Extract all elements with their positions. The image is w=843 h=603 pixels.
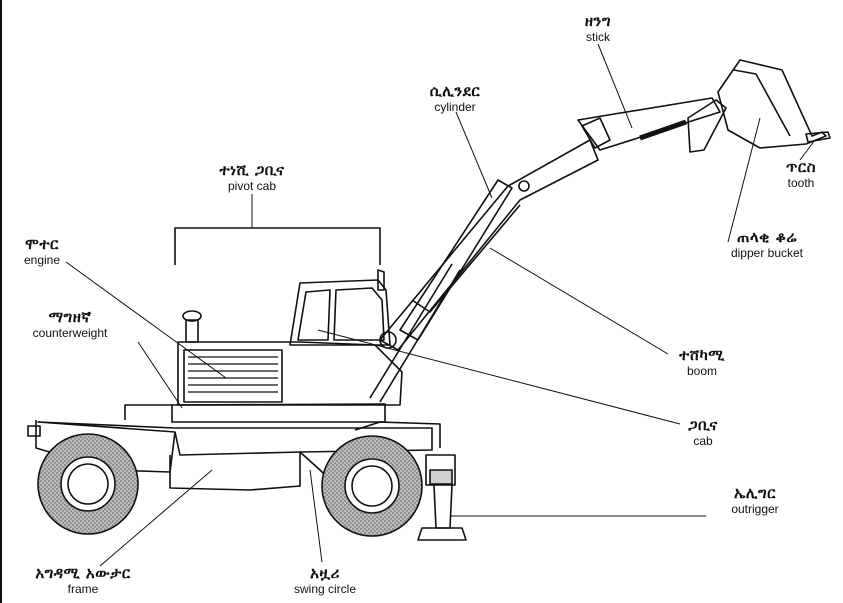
outrigger-plate xyxy=(429,469,453,485)
frame-hook xyxy=(27,425,41,437)
leader-cab xyxy=(317,329,681,425)
pivot-cab-bracket xyxy=(174,227,381,265)
engine-grille xyxy=(188,356,278,393)
leader-counterweight xyxy=(137,341,183,409)
label-engine-amharic: ሞተር xyxy=(25,235,59,253)
leader-frame xyxy=(99,469,213,567)
boom-arm xyxy=(379,139,599,351)
engine-grille-frame xyxy=(183,349,283,403)
label-boom-english: boom xyxy=(686,363,718,378)
label-frame-amharic: አግዳሚ አውታር xyxy=(35,564,131,582)
label-dipper-bucket-english: dipper bucket xyxy=(730,245,804,260)
stick-arm xyxy=(577,97,721,151)
label-cylinder-amharic: ሲሊንደር xyxy=(429,82,481,100)
label-swing-circle: አዟሪ swing circle xyxy=(270,564,380,596)
label-tooth: ጥርስ tooth xyxy=(771,158,831,190)
leader-lines xyxy=(65,43,816,567)
label-tooth-english: tooth xyxy=(787,175,815,190)
label-boom: ተሸካሚ boom xyxy=(662,346,742,378)
label-pivot-cab: ተነሺ ጋቢና pivot cab xyxy=(192,161,312,193)
counterweight-block xyxy=(171,403,386,423)
label-boom-amharic: ተሸካሚ xyxy=(679,346,725,364)
label-frame-english: frame xyxy=(67,581,99,596)
stick-cylinder xyxy=(639,119,687,141)
leader-cylinder xyxy=(455,111,493,199)
exhaust-cap xyxy=(182,310,202,322)
label-dipper-bucket-amharic: ጠላቂ ቆሬ xyxy=(737,228,797,246)
bucket-rim xyxy=(733,69,791,137)
leader-tooth xyxy=(799,139,816,161)
exhaust-pipe xyxy=(185,319,199,343)
boom-joint xyxy=(518,180,530,192)
leader-boom xyxy=(489,247,669,355)
fender-left xyxy=(124,404,172,420)
label-outrigger-english: outrigger xyxy=(731,501,779,516)
label-stick-english: stick xyxy=(586,29,610,44)
leader-bucket xyxy=(727,117,761,243)
label-stick-amharic: ዘንግ xyxy=(584,12,612,30)
outrigger-leg xyxy=(433,484,453,529)
label-cab: ጋቢና cab xyxy=(673,416,733,448)
label-swing-circle-amharic: አዟሪ xyxy=(310,564,340,582)
stick-link xyxy=(687,99,727,153)
fender-right xyxy=(354,421,441,448)
stick-bracket xyxy=(581,117,611,149)
label-outrigger-amharic: ኤሊግር xyxy=(734,484,776,502)
leader-stick xyxy=(597,43,633,129)
dipper-bucket-body xyxy=(717,59,827,149)
label-dipper-bucket: ጠላቂ ቆሬ dipper bucket xyxy=(712,228,822,260)
label-engine: ሞተር engine xyxy=(12,235,72,267)
cab-lamp xyxy=(377,269,385,291)
label-pivot-cab-amharic: ተነሺ ጋቢና xyxy=(219,161,285,179)
cab-window-right xyxy=(333,287,385,341)
lower-cylinder-rod xyxy=(379,269,461,403)
label-outrigger: ኤሊግር outrigger xyxy=(705,484,805,516)
label-cab-english: cab xyxy=(693,433,713,448)
label-counterweight-english: counterweight xyxy=(32,325,108,340)
rear-tire xyxy=(37,433,139,535)
frame-block xyxy=(169,452,301,491)
label-stick: ዘንግ stick xyxy=(563,12,633,44)
outrigger-housing xyxy=(425,454,456,486)
front-tire xyxy=(321,435,423,537)
cab-body xyxy=(289,279,391,346)
bucket-tooth xyxy=(805,131,831,143)
boom-cylinder xyxy=(399,179,513,341)
outrigger-foot xyxy=(417,527,467,541)
label-swing-circle-english: swing circle xyxy=(293,581,356,596)
label-cylinder: ሲሊንደር cylinder xyxy=(405,82,505,114)
cab-window-left xyxy=(297,289,331,341)
lower-cylinder-rod-2 xyxy=(369,263,453,399)
leader-swing-circle xyxy=(309,469,323,563)
label-counterweight-amharic: ማግዘኛ xyxy=(48,308,92,326)
label-tooth-amharic: ጥርስ xyxy=(785,158,816,176)
engine-housing xyxy=(177,341,403,406)
label-counterweight: ማግዘኛ counterweight xyxy=(10,308,130,340)
label-pivot-cab-english: pivot cab xyxy=(227,178,277,193)
label-cab-amharic: ጋቢና xyxy=(688,416,718,434)
boom-edge xyxy=(411,204,521,313)
label-engine-english: engine xyxy=(23,252,61,267)
label-frame: አግዳሚ አውታር frame xyxy=(8,564,158,596)
leader-engine xyxy=(65,261,227,379)
label-cylinder-english: cylinder xyxy=(434,99,476,114)
